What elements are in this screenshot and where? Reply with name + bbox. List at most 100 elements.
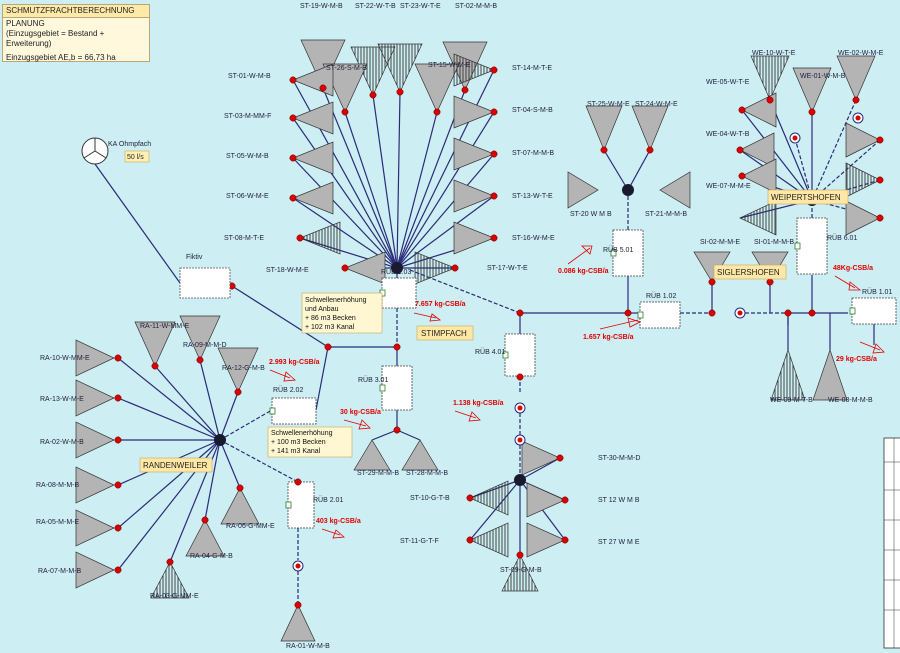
junction-node[interactable]	[738, 106, 746, 114]
junction-node[interactable]	[324, 343, 332, 351]
catchment-triangle[interactable]	[631, 105, 669, 151]
catchment-triangle[interactable]	[75, 466, 115, 504]
catchment-triangle[interactable]	[659, 171, 691, 209]
junction-node[interactable]	[341, 108, 349, 116]
junction-node[interactable]	[196, 356, 204, 364]
catchment-triangle[interactable]	[179, 315, 221, 361]
catchment-triangle[interactable]	[280, 604, 316, 642]
catchment-triangle[interactable]	[292, 181, 334, 215]
junction-node[interactable]	[114, 394, 122, 402]
hub-node[interactable]	[622, 184, 634, 196]
junction-node[interactable]	[294, 601, 302, 609]
catchment-triangle[interactable]	[792, 67, 832, 113]
junction-node[interactable]	[369, 91, 377, 99]
catchment-triangle[interactable]	[75, 509, 115, 547]
catchment-triangle[interactable]	[845, 122, 881, 158]
basin-box[interactable]	[796, 217, 828, 275]
junction-node[interactable]	[294, 478, 302, 486]
junction-node[interactable]	[234, 388, 242, 396]
junction-node[interactable]	[561, 496, 569, 504]
junction-node[interactable]	[876, 136, 884, 144]
catchment-triangle[interactable]	[521, 440, 561, 476]
junction-node[interactable]	[876, 176, 884, 184]
junction-node[interactable]	[852, 96, 860, 104]
catchment-triangle[interactable]	[526, 522, 566, 558]
junction-node[interactable]	[433, 108, 441, 116]
junction-node[interactable]	[319, 84, 327, 92]
catchment-triangle[interactable]	[414, 63, 460, 113]
catchment-triangle[interactable]	[453, 179, 495, 213]
basin-box[interactable]	[381, 277, 417, 309]
junction-node[interactable]	[451, 264, 459, 272]
catchment-triangle[interactable]	[353, 439, 391, 471]
basin-box[interactable]	[504, 333, 536, 377]
junction-node[interactable]	[708, 309, 716, 317]
junction-node[interactable]	[236, 484, 244, 492]
junction-node[interactable]	[114, 481, 122, 489]
catchment-triangle[interactable]	[750, 55, 790, 101]
ka-ohmpfach[interactable]: KA Ohmpfach 50 l/s	[81, 137, 151, 165]
junction-node[interactable]	[289, 194, 297, 202]
catchment-triangle[interactable]	[469, 480, 509, 516]
catchment-triangle[interactable]	[75, 551, 115, 589]
junction-node[interactable]	[646, 146, 654, 154]
catchment-triangle[interactable]	[75, 339, 115, 377]
junction-node[interactable]	[561, 536, 569, 544]
junction-node[interactable]	[516, 551, 524, 559]
catchment-triangle[interactable]	[812, 348, 848, 401]
basin-box[interactable]	[612, 229, 644, 277]
catchment-triangle[interactable]	[453, 95, 495, 129]
catchment-triangle[interactable]	[217, 347, 259, 393]
catchment-triangle[interactable]	[220, 487, 260, 525]
catchment-triangle[interactable]	[453, 137, 495, 171]
junction-node[interactable]	[490, 192, 498, 200]
junction-node[interactable]	[466, 494, 474, 502]
junction-node[interactable]	[393, 343, 401, 351]
junction-node[interactable]	[296, 234, 304, 242]
junction-node[interactable]	[289, 76, 297, 84]
catchment-triangle[interactable]	[377, 43, 423, 93]
junction-node[interactable]	[738, 172, 746, 180]
junction-node[interactable]	[341, 264, 349, 272]
junction-node[interactable]	[556, 454, 564, 462]
junction-node[interactable]	[490, 234, 498, 242]
catchment-triangle[interactable]	[292, 101, 334, 135]
catchment-triangle[interactable]	[322, 63, 368, 113]
catchment-triangle[interactable]	[845, 200, 881, 236]
catchment-triangle[interactable]	[453, 53, 495, 87]
catchment-triangle[interactable]	[836, 55, 876, 101]
catchment-triangle[interactable]	[845, 162, 881, 198]
junction-node[interactable]	[876, 214, 884, 222]
junction-node[interactable]	[114, 524, 122, 532]
catchment-triangle[interactable]	[150, 561, 190, 599]
catchment-triangle[interactable]	[292, 141, 334, 175]
catchment-triangle[interactable]	[414, 251, 456, 285]
basin-box[interactable]	[287, 481, 315, 529]
catchment-triangle[interactable]	[741, 158, 777, 194]
junction-node[interactable]	[808, 108, 816, 116]
catchment-triangle[interactable]	[185, 519, 225, 557]
junction-node[interactable]	[490, 150, 498, 158]
junction-node[interactable]	[784, 309, 792, 317]
catchment-triangle[interactable]	[453, 221, 495, 255]
junction-node[interactable]	[151, 362, 159, 370]
catchment-triangle[interactable]	[526, 482, 566, 518]
junction-node[interactable]	[396, 88, 404, 96]
junction-node[interactable]	[736, 146, 744, 154]
basin-box[interactable]	[271, 397, 317, 425]
catchment-triangle[interactable]	[134, 321, 176, 367]
catchment-triangle[interactable]	[469, 522, 509, 558]
junction-node[interactable]	[114, 436, 122, 444]
catchment-triangle[interactable]	[739, 200, 777, 236]
catchment-triangle[interactable]	[585, 105, 623, 151]
junction-node[interactable]	[766, 96, 774, 104]
junction-node[interactable]	[166, 558, 174, 566]
catchment-triangle[interactable]	[75, 421, 115, 459]
junction-node[interactable]	[289, 114, 297, 122]
fiktiv-node[interactable]: Fiktiv	[179, 254, 231, 299]
hub-node[interactable]	[391, 262, 403, 274]
junction-node[interactable]	[624, 309, 632, 317]
basin-box[interactable]	[851, 297, 897, 325]
basin-box[interactable]	[639, 301, 681, 329]
catchment-triangle[interactable]	[75, 379, 115, 417]
